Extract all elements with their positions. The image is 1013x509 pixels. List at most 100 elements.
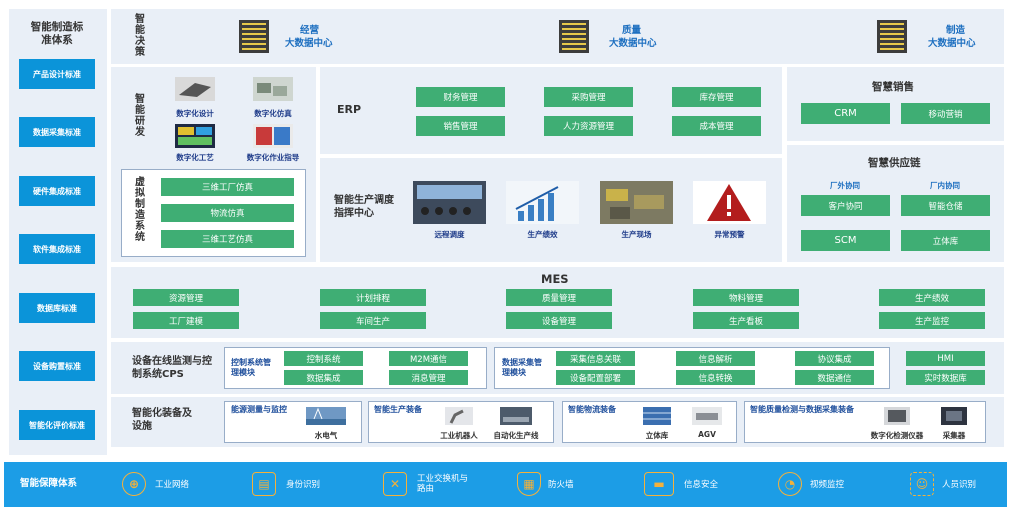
daq-module-label: 数据采集管理模块: [502, 358, 542, 377]
std-intelligence-evaluation[interactable]: 智能化评价标准: [19, 410, 95, 440]
supply-title: 智慧供应链: [868, 157, 921, 169]
network-icon: ⊕: [122, 472, 146, 496]
process-image: [175, 124, 215, 148]
control-module-label: 控制系统管理模块: [231, 358, 271, 377]
performance-chart-image: [506, 181, 579, 224]
daq-protocol[interactable]: 协议集成: [795, 351, 874, 366]
agv-label: AGV: [698, 430, 716, 439]
daq-info-link[interactable]: 采集信息关联: [556, 351, 635, 366]
erp-inventory[interactable]: 库存管理: [672, 87, 761, 107]
erp-hr[interactable]: 人力资源管理: [544, 116, 633, 136]
rd-title: 智能研发: [135, 94, 145, 138]
supply-smart-warehouse[interactable]: 智能仓储: [901, 195, 990, 216]
vm-logistics[interactable]: 物流仿真: [161, 204, 294, 222]
sec-info-label: 信息安全: [684, 480, 719, 490]
supply-stereo-warehouse[interactable]: 立体库: [901, 230, 990, 251]
mes-monitor[interactable]: 生产监控: [879, 312, 985, 329]
biz-center-top: 经营: [300, 25, 320, 36]
std-equipment-purchase[interactable]: 设备购置标准: [19, 351, 95, 381]
cps-title: 设备在线监测与控制系统CPS: [132, 356, 212, 380]
logistics-equip-label: 智能物流装备: [568, 405, 616, 414]
security-title: 智能保障体系: [20, 478, 78, 489]
standards-title: 智能制造标准体系: [30, 21, 84, 46]
mes-resource[interactable]: 资源管理: [133, 289, 239, 306]
mes-equipment[interactable]: 设备管理: [506, 312, 612, 329]
id-card-icon: ▤: [252, 472, 276, 496]
daq-device-config[interactable]: 设备配置部署: [556, 370, 635, 385]
stereo-warehouse-label: 立体库: [645, 431, 669, 440]
mes-material[interactable]: 物料管理: [693, 289, 799, 306]
daq-data-comm[interactable]: 数据通信: [795, 370, 874, 385]
agv-image: [692, 407, 722, 425]
vm-3d-factory[interactable]: 三维工厂仿真: [161, 178, 294, 196]
std-database[interactable]: 数据库标准: [19, 293, 95, 323]
mes-kanban[interactable]: 生产看板: [693, 312, 799, 329]
supply-customer-collab[interactable]: 客户协同: [801, 195, 890, 216]
mfg-center-top: 制造: [946, 25, 966, 36]
quality-center-bottom: 大数据中心: [609, 38, 657, 49]
dispatch-site-label: 生产现场: [621, 230, 652, 239]
supply-internal-label: 厂内协同: [930, 181, 960, 190]
realtime-db[interactable]: 实时数据库: [906, 370, 985, 385]
simulation-image: [253, 77, 293, 101]
mes-scheduling[interactable]: 计划排程: [320, 289, 426, 306]
dispatch-alert-label: 异常预警: [714, 230, 745, 239]
equipment-title: 智能化装备及设施: [132, 408, 192, 432]
rd-simulation-label: 数字化仿真: [254, 109, 292, 118]
ctrl-m2m[interactable]: M2M通信: [389, 351, 468, 366]
design-image: [175, 77, 215, 101]
erp-purchase[interactable]: 采购管理: [544, 87, 633, 107]
person-scan-icon: ☺: [910, 472, 934, 496]
utility-image: [306, 407, 346, 425]
hmi[interactable]: HMI: [906, 351, 985, 366]
ctrl-data-integration[interactable]: 数据集成: [284, 370, 363, 385]
inspection-label: 数字化检测仪器: [870, 431, 924, 440]
daq-info-convert[interactable]: 信息转换: [676, 370, 755, 385]
mes-workshop[interactable]: 车间生产: [320, 312, 426, 329]
erp-finance[interactable]: 财务管理: [416, 87, 505, 107]
server-icon: [238, 19, 270, 54]
decision-title: 智能决策: [135, 14, 145, 58]
collector-image: [941, 407, 967, 425]
sales-crm[interactable]: CRM: [801, 103, 890, 124]
security-card-icon: ▬: [644, 472, 674, 496]
sec-video-label: 视频监控: [810, 480, 845, 490]
erp-sales[interactable]: 销售管理: [416, 116, 505, 136]
quality-equip-label: 智能质量检测与数据采集装备: [750, 405, 854, 414]
mes-factory-model[interactable]: 工厂建模: [133, 312, 239, 329]
std-software-integration[interactable]: 软件集成标准: [19, 234, 95, 264]
server-icon: [558, 19, 590, 54]
production-equip-label: 智能生产装备: [374, 405, 422, 414]
rd-work-instruction-label: 数字化作业指导: [246, 153, 300, 162]
mes-performance[interactable]: 生产绩效: [879, 289, 985, 306]
inspection-image: [884, 407, 910, 425]
energy-label: 能源测量与监控: [231, 405, 287, 414]
remote-dispatch-image: [413, 181, 486, 224]
std-hardware-integration[interactable]: 硬件集成标准: [19, 176, 95, 206]
rd-design-label: 数字化设计: [176, 109, 214, 118]
server-icon: [876, 19, 908, 54]
daq-info-parse[interactable]: 信息解析: [676, 351, 755, 366]
warning-icon: [693, 181, 766, 224]
supply-scm[interactable]: SCM: [801, 230, 890, 251]
erp-panel: [320, 67, 782, 154]
switch-icon: ✕: [383, 472, 407, 496]
ctrl-message[interactable]: 消息管理: [389, 370, 468, 385]
production-site-image: [600, 181, 673, 224]
sales-mobile-marketing[interactable]: 移动营销: [901, 103, 990, 124]
vm-3d-process[interactable]: 三维工艺仿真: [161, 230, 294, 248]
supply-external-label: 厂外协同: [830, 181, 860, 190]
ctrl-system[interactable]: 控制系统: [284, 351, 363, 366]
production-line-label: 自动化生产线: [493, 431, 539, 440]
mes-title: MES: [541, 272, 569, 286]
std-product-design[interactable]: 产品设计标准: [19, 59, 95, 89]
sec-firewall-label: 防火墙: [548, 480, 574, 490]
dispatch-performance-label: 生产绩效: [527, 230, 558, 239]
mes-quality[interactable]: 质量管理: [506, 289, 612, 306]
sec-switch-label: 工业交换机与路由: [417, 474, 469, 494]
std-data-collection[interactable]: 数据采集标准: [19, 117, 95, 147]
mfg-center-bottom: 大数据中心: [928, 38, 976, 49]
energy-utility-label: 水电气: [314, 431, 338, 440]
erp-cost[interactable]: 成本管理: [672, 116, 761, 136]
quality-center-top: 质量: [622, 25, 642, 36]
